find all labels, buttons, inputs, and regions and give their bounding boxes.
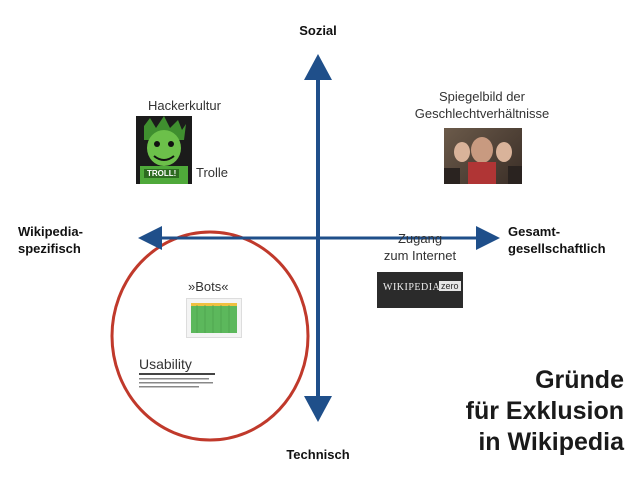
label-bots: »Bots« bbox=[188, 279, 229, 294]
slide-title-line2: für Exklusion bbox=[465, 397, 624, 425]
axis-label-left: Wikipedia- spezifisch bbox=[18, 223, 138, 257]
label-hackerkultur: Hackerkultur bbox=[148, 98, 221, 113]
axis-label-right-line2: gesellschaftlich bbox=[508, 241, 606, 256]
axis-label-left-line1: Wikipedia- bbox=[18, 224, 83, 239]
troll-image: TROLL! bbox=[136, 116, 192, 184]
troll-badge: TROLL! bbox=[144, 169, 180, 178]
arrow-up-icon bbox=[304, 54, 332, 80]
slide-title-line3: in Wikipedia bbox=[478, 428, 624, 456]
slide-title: Gründe für Exklusion in Wikipedia bbox=[466, 365, 624, 458]
label-zugang: Zugang zum Internet bbox=[370, 230, 470, 264]
usability-table-image bbox=[139, 372, 215, 390]
arrow-left-icon bbox=[138, 226, 162, 250]
label-spiegelbild-line2: Geschlechtverhältnisse bbox=[414, 106, 550, 121]
highlight-circle bbox=[110, 230, 310, 442]
bar-chart-icon bbox=[191, 303, 237, 333]
wikipedia-zero-badge: zero bbox=[439, 281, 461, 291]
text-table-icon bbox=[139, 373, 215, 388]
label-usability: Usability bbox=[139, 356, 192, 372]
wikipedia-zero-image: WIKIPEDIA zero bbox=[377, 272, 463, 308]
axis-label-right-line1: Gesamt- bbox=[508, 224, 561, 239]
arrow-right-icon bbox=[476, 226, 500, 250]
bots-chart-image bbox=[186, 298, 242, 338]
slide-title-line1: Gründe bbox=[535, 366, 624, 394]
axis-label-bottom: Technisch bbox=[286, 447, 350, 462]
wikipedia-zero-text: WIKIPEDIA bbox=[383, 282, 441, 293]
label-spiegelbild: Spiegelbild der Geschlechtverhältnisse bbox=[392, 88, 572, 122]
protest-photo bbox=[444, 128, 522, 184]
person-photo-icon bbox=[444, 137, 522, 184]
label-trolle: Trolle bbox=[196, 165, 229, 180]
label-spiegelbild-line1: Spiegelbild der bbox=[438, 89, 525, 104]
arrow-down-icon bbox=[304, 396, 332, 422]
axis-label-top: Sozial bbox=[299, 23, 337, 38]
axis-label-left-line2: spezifisch bbox=[18, 241, 81, 256]
axis-label-right: Gesamt- gesellschaftlich bbox=[508, 223, 636, 257]
label-zugang-line1: Zugang bbox=[397, 231, 443, 246]
label-zugang-line2: zum Internet bbox=[383, 248, 457, 263]
